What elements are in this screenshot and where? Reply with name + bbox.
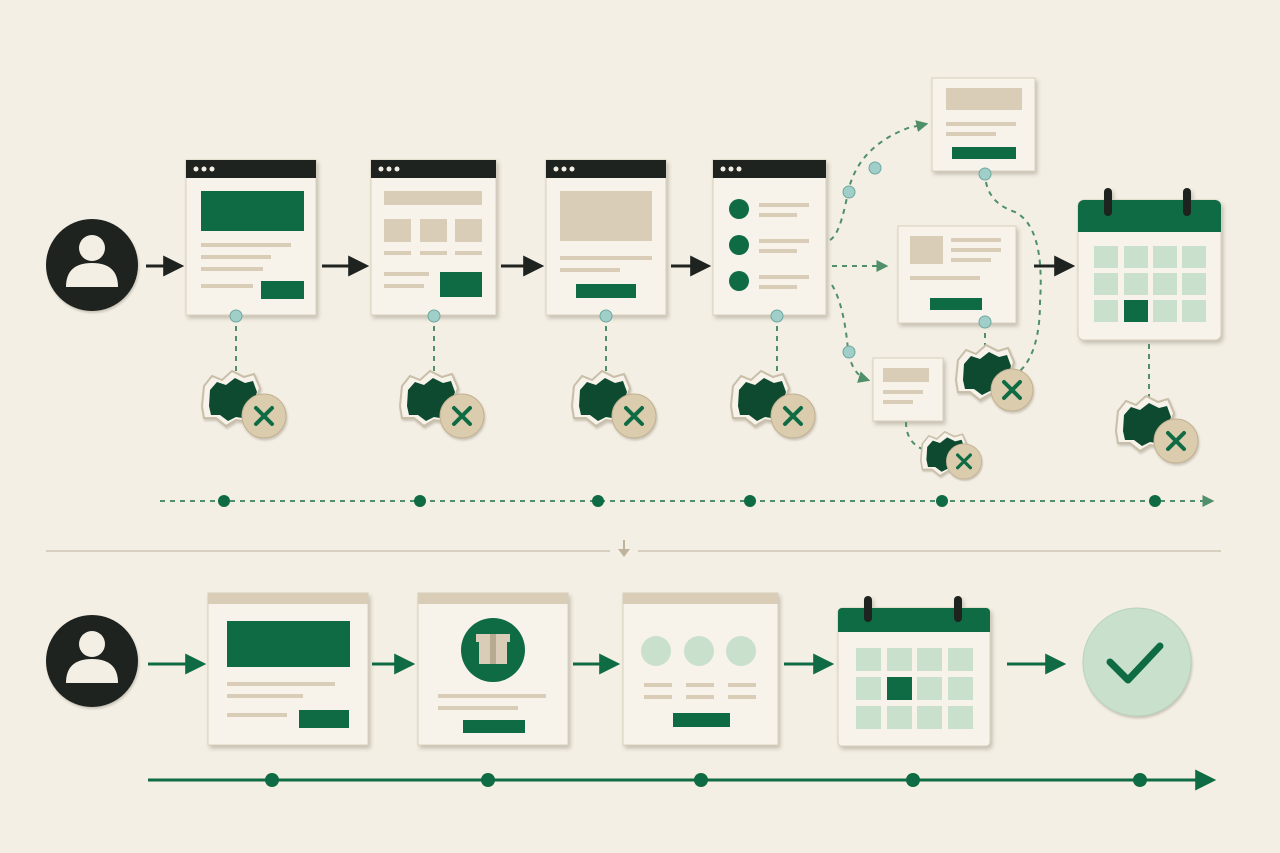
screen-options bbox=[622, 592, 779, 746]
checkmark-icon bbox=[1082, 607, 1192, 717]
screen-hero bbox=[185, 159, 317, 316]
chevron-down-icon bbox=[618, 549, 630, 557]
screen-list bbox=[712, 159, 827, 316]
section-divider bbox=[46, 540, 1221, 557]
torn-hole-cross-icon bbox=[200, 369, 287, 439]
fragmented-flow bbox=[46, 77, 1222, 507]
package-icon bbox=[476, 634, 510, 664]
screen-branch-middle bbox=[897, 225, 1017, 324]
user-icon bbox=[46, 615, 138, 707]
branch-connectors bbox=[235, 120, 1150, 453]
calendar-icon bbox=[837, 596, 991, 747]
streamlined-flow bbox=[46, 592, 1217, 791]
calendar-icon bbox=[1077, 188, 1222, 341]
screen-grid bbox=[370, 159, 497, 316]
torn-hole-cross-icon bbox=[729, 369, 816, 439]
screen-product bbox=[417, 592, 569, 746]
torn-hole-cross-icon bbox=[954, 343, 1034, 412]
torn-hole-cross-icon bbox=[919, 430, 983, 480]
screen-image bbox=[545, 159, 667, 316]
dashed-timeline bbox=[160, 495, 1215, 507]
torn-hole-cross-icon bbox=[570, 369, 657, 439]
torn-hole-cross-icon bbox=[398, 369, 485, 439]
drop-off-markers bbox=[200, 343, 1199, 480]
screen-hero bbox=[207, 592, 369, 746]
connector-dots bbox=[229, 161, 992, 359]
user-icon bbox=[46, 219, 138, 311]
screen-branch-bottom bbox=[872, 357, 944, 422]
screen-branch-top bbox=[931, 77, 1036, 172]
solid-timeline bbox=[148, 769, 1217, 791]
torn-hole-cross-icon bbox=[1114, 394, 1199, 464]
